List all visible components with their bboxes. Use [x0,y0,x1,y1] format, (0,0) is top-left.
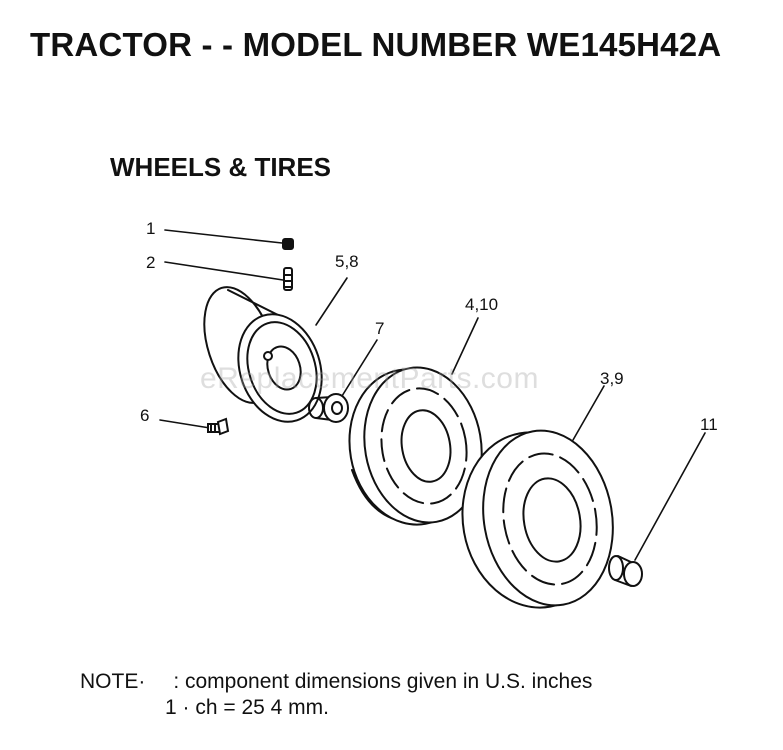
bolt-part [159,417,230,436]
callout-7: 7 [375,319,384,338]
callout-11: 11 [700,415,718,434]
rim-part [203,277,348,423]
page-title: TRACTOR - - MODEL NUMBER WE145H42A [30,26,722,63]
watermark: eReplacementParts.com [200,362,539,395]
callout-4-10: 4,10 [465,295,498,314]
bushing-part [308,339,378,423]
rear-tire-part [461,385,614,609]
note-line-1: NOTE· : component dimensions given in U.S… [80,670,592,694]
note-text-1: : component dimensions given in U.S. inc… [173,670,593,693]
valve-stem-part [164,261,293,291]
front-tire-part [348,317,483,526]
callout-1: 1 [146,219,155,238]
callout-2: 2 [146,253,155,272]
valve-cap-part [164,229,294,250]
wheel-cap-part [608,432,706,587]
note-line-2: 1 · ch = 25 4 mm. [165,696,329,719]
note-label: NOTE· [80,670,146,693]
section-title: WHEELS & TIRES [110,152,332,182]
callout-6: 6 [140,406,149,425]
callout-3-9: 3,9 [600,369,624,388]
callout-5-8: 5,8 [335,252,359,271]
